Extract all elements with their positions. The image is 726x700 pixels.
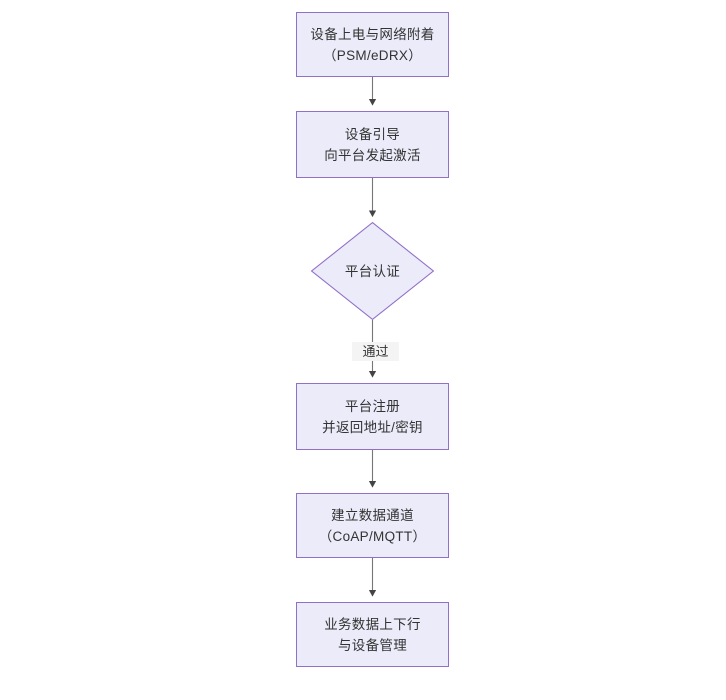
diamond-shape [311,222,434,320]
node-establish-data-channel[interactable]: 建立数据通道 （CoAP/MQTT） [296,493,449,558]
node-line-1: 平台认证 [344,263,401,279]
node-line-2: 与设备管理 [338,637,407,653]
node-business-data-and-device-management[interactable]: 业务数据上下行 与设备管理 [296,602,449,667]
node-device-bootstrap[interactable]: 设备引导 向平台发起激活 [296,111,449,178]
node-platform-registration[interactable]: 平台注册 并返回地址/密钥 [296,383,449,450]
node-line-2: （PSM/eDRX） [322,47,423,63]
node-line-2: 并返回地址/密钥 [322,419,423,435]
node-line-1: 建立数据通道 [331,507,414,523]
edge-label-text: 通过 [362,344,389,359]
node-line-1: 设备上电与网络附着 [310,26,435,42]
node-line-2: （CoAP/MQTT） [318,528,427,544]
edge-label-pass: 通过 [352,342,399,361]
node-device-power-on[interactable]: 设备上电与网络附着 （PSM/eDRX） [296,12,449,77]
node-line-1: 业务数据上下行 [324,616,421,632]
node-line-1: 平台注册 [344,398,401,414]
node-platform-authentication[interactable]: 平台认证 [311,222,434,320]
node-line-2: 向平台发起激活 [324,147,421,163]
node-line-1: 设备引导 [344,126,401,142]
